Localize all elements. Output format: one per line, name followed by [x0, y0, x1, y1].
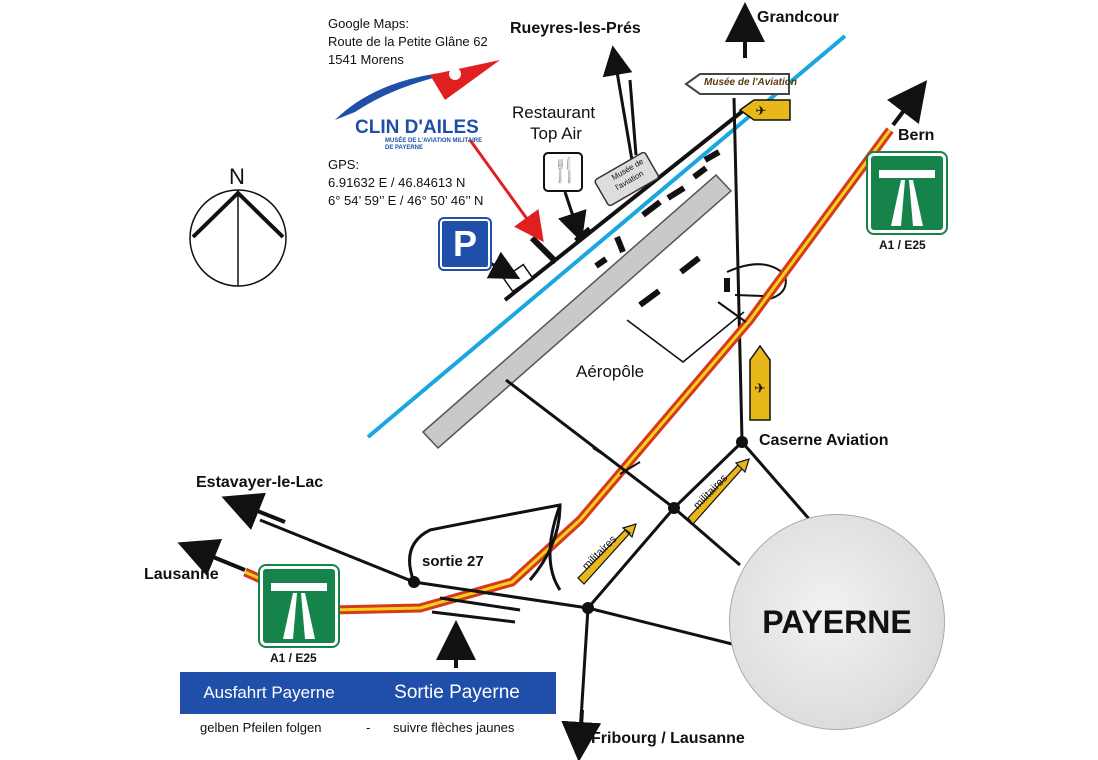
label-lausanne: Lausanne [144, 566, 219, 583]
arrow-bern [886, 80, 928, 127]
banner-de: Ausfahrt Payerne [180, 672, 358, 714]
google-maps-title: Google Maps: [328, 16, 409, 31]
label-sortie-27: sortie 27 [422, 553, 484, 570]
label-estavayer: Estavayer-le-Lac [196, 474, 324, 491]
label-aeropole: Aéropôle [576, 362, 645, 381]
address-city: 1541 Morens [328, 52, 404, 67]
banner-de-sub: gelben Pfeilen folgen [200, 720, 322, 735]
banner-fr: Sortie Payerne [358, 672, 556, 714]
highway-sign-bern [866, 151, 948, 235]
label-fribourg: Fribourg / Lausanne [591, 730, 745, 747]
musee-small-sign [594, 151, 659, 207]
restaurant-pointer-arrow [558, 191, 587, 243]
logo-pointer-arrow [468, 139, 544, 243]
parking-pointer-arrow [486, 251, 521, 280]
svg-text:✈: ✈ [754, 380, 766, 396]
svg-text:✈: ✈ [756, 103, 767, 118]
parking-building [502, 263, 534, 293]
address-street: Route de la Petite Glâne 62 [328, 34, 488, 49]
yellow-arrow-caserne: ✈ [749, 344, 771, 421]
local-roads [259, 378, 812, 736]
compass-north-label: N [229, 164, 245, 189]
runway [421, 173, 733, 450]
aeropole-outline [626, 311, 745, 363]
motorway-icon [271, 583, 327, 639]
gps-decimal: 6.91632 E / 46.84613 N [328, 175, 466, 190]
arrow-rueyres [602, 45, 636, 173]
airfield-road [503, 108, 746, 302]
label-rueyres: Rueyres-les-Prés [510, 20, 641, 37]
road-rueyres [628, 79, 638, 156]
yellow-arrow-militaires-2 [687, 458, 750, 525]
yellow-arrow-militaires-1 [577, 523, 637, 585]
compass [189, 189, 287, 287]
gps-block: GPS: 6.91632 E / 46.84613 N 6° 54’ 59’’ … [328, 156, 483, 210]
road-grandcour [732, 97, 744, 441]
highway-label-bern: A1 / E25 [879, 238, 926, 252]
cutlery-icon: 🍴 [550, 157, 580, 184]
highway-label-lausanne: A1 / E25 [270, 651, 317, 665]
yellow-arrow-musee: ✈ [738, 99, 791, 121]
parking-sign: P [438, 217, 492, 271]
restaurant-icon: 🍴 [543, 152, 583, 192]
restaurant-line-1: Restaurant [512, 103, 596, 122]
banner-separator: - [366, 720, 371, 735]
logo-swoosh [335, 60, 500, 120]
gps-title: GPS: [328, 157, 360, 172]
address-block: Google Maps: Route de la Petite Glâne 62… [328, 15, 488, 69]
banner-fr-sub: suivre flèches jaunes [393, 720, 515, 735]
musee-sign-text: Musée de l'Aviation [704, 77, 797, 88]
logo-subtitle-1: MUSÉE DE L'AVIATION MILITAIRE [385, 138, 483, 144]
brown-sign-shape [684, 73, 790, 95]
highway-sign-lausanne [258, 564, 340, 648]
label-caserne: Caserne Aviation [759, 432, 889, 449]
arrow-estavayer [221, 492, 286, 530]
logo-name: CLIN D'AILES [355, 117, 479, 138]
motorway-icon [879, 170, 935, 226]
payerne-city: PAYERNE [729, 514, 945, 730]
gps-dms: 6° 54’ 59’’ E / 46° 50’ 46’’ N [328, 193, 484, 208]
label-grandcour: Grandcour [757, 9, 839, 26]
arrow-fribourg [561, 709, 602, 760]
arrow-lausanne [177, 539, 246, 577]
payerne-label: PAYERNE [762, 603, 912, 640]
junction-dots [408, 436, 748, 614]
logo-subtitle-2: DE PAYERNE [385, 145, 424, 151]
label-bern: Bern [898, 127, 935, 144]
restaurant-line-2: Top Air [530, 124, 582, 143]
